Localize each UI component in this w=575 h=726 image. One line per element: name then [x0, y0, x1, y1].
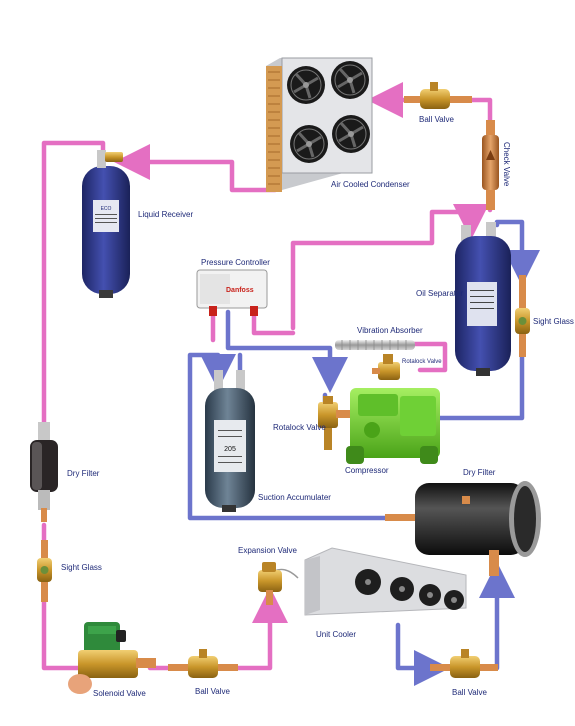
check-valve [482, 120, 499, 210]
pipe-condenser-to-receiver [114, 144, 278, 193]
sight-glass-icon [515, 275, 530, 357]
label-compressor: Compressor [345, 466, 389, 475]
compressor [346, 388, 440, 464]
label-rotalock-valve-small: Rotalock Valve [402, 359, 442, 365]
pipe-filter-to-sight-glass [41, 522, 85, 671]
pipe-receiver-inlet [41, 140, 106, 428]
ball-valve-icon [430, 649, 498, 678]
sight-glass-icon [37, 540, 52, 602]
fan-icon [355, 569, 381, 595]
pipe-sight-glass-to-compressor [437, 352, 525, 421]
label-ball-valve-top: Ball Valve [419, 115, 454, 124]
dry-filter-icon [30, 422, 58, 522]
pipe-vibration-to-rotalock [407, 341, 448, 373]
fan-icon [444, 590, 464, 610]
receiver-brand-text: ECO [101, 206, 112, 212]
label-check-valve: Check Valve [502, 142, 511, 187]
vibration-absorber [335, 340, 415, 350]
label-expansion-valve: Expansion Valve [238, 546, 297, 555]
pressure-brand-text: Danfoss [226, 287, 254, 294]
air-cooled-condenser [266, 57, 373, 192]
ball-valve-icon [168, 649, 238, 678]
pipe-oilsep-to-sight-glass [494, 219, 540, 286]
pipe-evaporator-return [187, 352, 411, 521]
ball-valve-icon [404, 82, 472, 109]
rotalock-valve-small [372, 354, 400, 380]
label-dry-filter-left: Dry Filter [67, 469, 100, 478]
label-suction-accumulator: Suction Accumulater [258, 493, 331, 502]
oil-separator [455, 222, 511, 376]
fan-icon [390, 577, 414, 601]
label-rotalock-valve: Rotalock Valve [273, 423, 326, 432]
fan-icon [331, 61, 369, 99]
fan-icon [419, 584, 441, 606]
label-air-cooled-condenser: Air Cooled Condenser [331, 180, 410, 189]
label-unit-cooler: Unit Cooler [316, 630, 357, 639]
label-liquid-receiver: Liquid Receiver [138, 210, 194, 219]
fan-icon [332, 115, 370, 153]
pressure-controller: Danfoss [196, 269, 268, 316]
solenoid-valve [68, 622, 156, 694]
label-solenoid-valve: Solenoid Valve [93, 689, 146, 698]
label-pressure-controller: Pressure Controller [201, 258, 270, 267]
pipe-compressor-discharge [290, 204, 489, 331]
expansion-valve [258, 562, 299, 605]
suction-accumulator: 205 [205, 370, 255, 512]
label-vibration-absorber: Vibration Absorber [357, 326, 423, 335]
pipe-pressure-low-to-accumulator [225, 309, 348, 393]
label-sight-glass-right: Sight Glass [533, 317, 574, 326]
label-dry-filter-right: Dry Filter [463, 468, 496, 477]
unit-cooler [304, 547, 467, 616]
fan-icon [287, 66, 325, 104]
pipe-unit-cooler-to-ball-valve [395, 622, 450, 686]
rotalock-valve [318, 396, 350, 450]
label-ball-valve-bottom-right: Ball Valve [452, 688, 487, 697]
label-ball-valve-bottom-left: Ball Valve [195, 687, 230, 696]
label-oil-separator: Oil Separator [416, 289, 464, 298]
accumulator-model-text: 205 [224, 446, 236, 453]
pipe-pressure-high [251, 309, 296, 336]
label-sight-glass-left: Sight Glass [61, 563, 102, 572]
fan-icon [290, 125, 328, 163]
liquid-receiver: ECO [82, 150, 130, 298]
dry-filter-large [385, 481, 541, 576]
